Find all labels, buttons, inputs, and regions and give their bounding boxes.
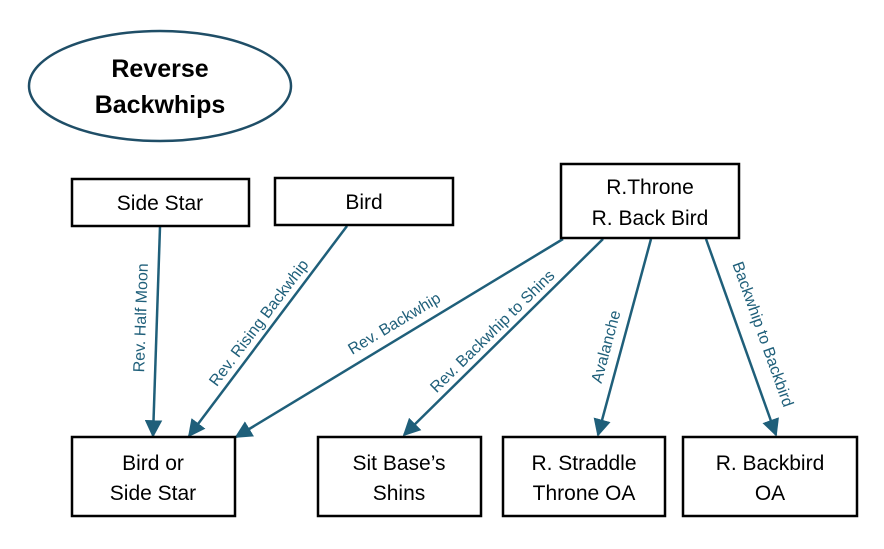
label-rev-backwhip-to-shins: Rev. Backwhip to Shins [427,267,558,396]
node-backbird-oa: R. Backbird OA [681,435,859,518]
node-straddle-throne-label-1: R. Straddle [531,452,636,475]
node-straddle-throne: R. Straddle Throne OA [501,435,667,518]
title-line-2: Backwhips [95,91,226,119]
node-backbird-oa-label-1: R. Backbird [716,452,825,475]
node-sit-base-shins-label-2: Shins [373,482,426,505]
node-backbird-oa-label-2: OA [755,482,785,505]
arrow-rev-half-moon [144,226,163,438]
node-throne-label-2: R. Back Bird [592,207,709,230]
node-side-star: Side Star [70,177,251,228]
node-sit-base-shins: Sit Base’s Shins [316,435,483,518]
node-sit-base-shins-label-1: Sit Base’s [353,452,446,475]
label-rev-rising-backwhip: Rev. Rising Backwhip [206,257,312,390]
label-rev-backwhip: Rev. Backwhip [345,290,444,359]
edge-labels: Rev. Half Moon Rev. Rising Backwhip Rev.… [131,257,796,410]
node-straddle-throne-label-2: Throne OA [533,482,636,505]
title-ellipse: Reverse Backwhips [27,29,293,143]
label-backwhip-to-backbird: Backwhip to Backbird [728,260,796,410]
node-bird-or-side-star: Bird or Side Star [70,435,237,518]
arrow-rev-backwhip [234,237,564,439]
title-line-1: Reverse [111,55,208,83]
label-avalanche: Avalanche [589,309,625,385]
node-bird-label: Bird [345,191,382,214]
arrow-rev-rising-backwhip [187,225,348,438]
node-bird-or-side-star-label-1: Bird or [122,452,184,475]
node-side-star-label: Side Star [117,192,203,215]
node-throne: R.Throne R. Back Bird [559,162,741,240]
arrow-backwhip-to-backbird [704,238,779,437]
node-bird-or-side-star-label-2: Side Star [110,482,196,505]
node-throne-label-1: R.Throne [606,176,694,199]
arrow-rev-backwhip-to-shins [402,238,604,437]
arrow-avalanche [593,238,653,437]
arrows [144,225,779,439]
label-rev-half-moon: Rev. Half Moon [131,263,152,373]
node-bird: Bird [273,176,455,227]
